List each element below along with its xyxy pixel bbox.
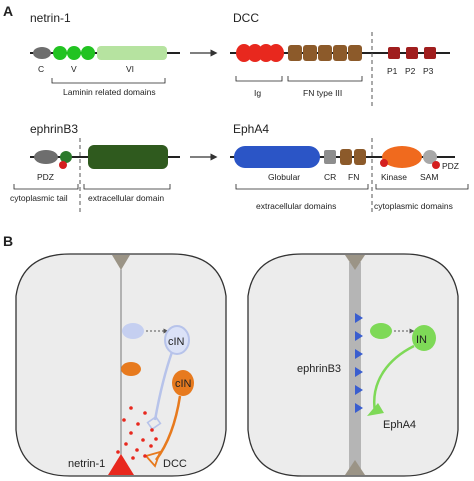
netrin-group-label: Laminin related domains [63, 87, 156, 97]
dcc-p3-label: P3 [423, 66, 434, 76]
netrin-v-label: V [71, 64, 77, 74]
epha4-globular-label: Globular [268, 172, 300, 182]
dcc-fn3-domains [288, 45, 362, 61]
dcc-p1-domain [388, 47, 400, 59]
panel-label-b: B [3, 233, 13, 249]
epha4-fn-label: FN [348, 172, 359, 182]
axon-blue [153, 351, 174, 421]
ephrin-cyto-label: cytoplasmic tail [10, 193, 68, 203]
growth-cone-orange [144, 450, 162, 468]
floor-plate-right [345, 460, 365, 475]
netrin-v-domain [67, 46, 81, 60]
epha4-cr-label: CR [324, 172, 336, 182]
dcc-p2-domain [406, 47, 418, 59]
dcc-label: DCC [163, 458, 187, 470]
ephrin-green-domain [60, 151, 72, 163]
epha4-extra-brace [235, 184, 369, 190]
epha4-fn-domain [354, 149, 366, 165]
epha4-sam-domain [423, 150, 437, 164]
dcc-ig-label: Ig [254, 88, 261, 98]
commissural-neuron-ghost [122, 323, 144, 339]
ephrin-pdz-domain [34, 150, 58, 164]
netrin-vi-label: VI [126, 64, 134, 74]
netrin-v-domain [81, 46, 95, 60]
dcc-ig-brace [235, 76, 283, 82]
dcc-p2-label: P2 [405, 66, 416, 76]
commissural-neuron-blue [164, 325, 190, 355]
epha4-cyto-label: cytoplasmic domains [374, 201, 453, 211]
ephrin-phospho-dot [59, 161, 67, 169]
panel-label-a: A [3, 3, 13, 19]
dcc-ig-domains [236, 44, 284, 62]
netrin-label: netrin-1 [68, 458, 105, 470]
epha4-kinase-label: Kinase [381, 172, 407, 182]
netrin-title: netrin-1 [30, 11, 71, 25]
dcc-fn-brace [287, 76, 363, 82]
ephrin-extracellular-domain [88, 145, 168, 169]
epha4-label: EphA4 [383, 419, 416, 431]
cin-label-1: cIN [168, 336, 185, 348]
growth-cone-green [367, 403, 384, 416]
ipsilateral-neuron-ghost [370, 323, 392, 339]
netrin-gradient-dots [116, 406, 158, 460]
dcc-p3-domain [424, 47, 436, 59]
in-label: IN [416, 334, 427, 346]
roof-plate-left [112, 255, 130, 270]
epha4-pdz-label: PDZ [442, 161, 459, 171]
ephrin-cyto-brace [13, 184, 79, 190]
floor-plate-left [108, 454, 134, 475]
epha4-kinase-phospho-dot [380, 159, 388, 167]
epha4-fn-domain [340, 149, 352, 165]
epha4-kinase-domain [382, 146, 422, 168]
commissural-neuron-orange-ghost [121, 362, 141, 376]
cin-label-2: cIN [175, 378, 192, 390]
netrin-vi-domain [97, 46, 167, 60]
netrin-c-label: C [38, 64, 44, 74]
ephrin-pdz-label: PDZ [37, 172, 54, 182]
roof-plate-right [345, 255, 365, 270]
netrin-v-domain [53, 46, 67, 60]
epha4-extra-label: extracellular domains [256, 201, 336, 211]
ephrin-extra-brace [83, 184, 171, 190]
ephrin-extra-label: extracellular domain [88, 193, 164, 203]
netrin-brace [51, 78, 166, 84]
dcc-fn-label: FN type III [303, 88, 342, 98]
ephrin-signal-arrows [355, 313, 363, 413]
commissural-neuron-orange [172, 370, 194, 396]
epha4-cyto-brace [375, 184, 469, 190]
epha4-sam-label: SAM [420, 172, 438, 182]
growth-cone-blue [146, 415, 162, 431]
epha4-globular-domain [234, 146, 320, 168]
dcc-p1-label: P1 [387, 66, 398, 76]
dcc-title: DCC [233, 11, 259, 25]
ephrin-label: ephrinB3 [297, 363, 341, 375]
epha4-cr-domain [324, 150, 336, 164]
ipsilateral-neuron [412, 325, 436, 351]
ephrin-title: ephrinB3 [30, 122, 78, 136]
epha4-pdz-dot [432, 161, 440, 169]
netrin-c-domain [33, 47, 51, 59]
epha4-title: EphA4 [233, 122, 269, 136]
axon-green [372, 344, 415, 413]
ephrin-midline-barrier [349, 262, 361, 470]
